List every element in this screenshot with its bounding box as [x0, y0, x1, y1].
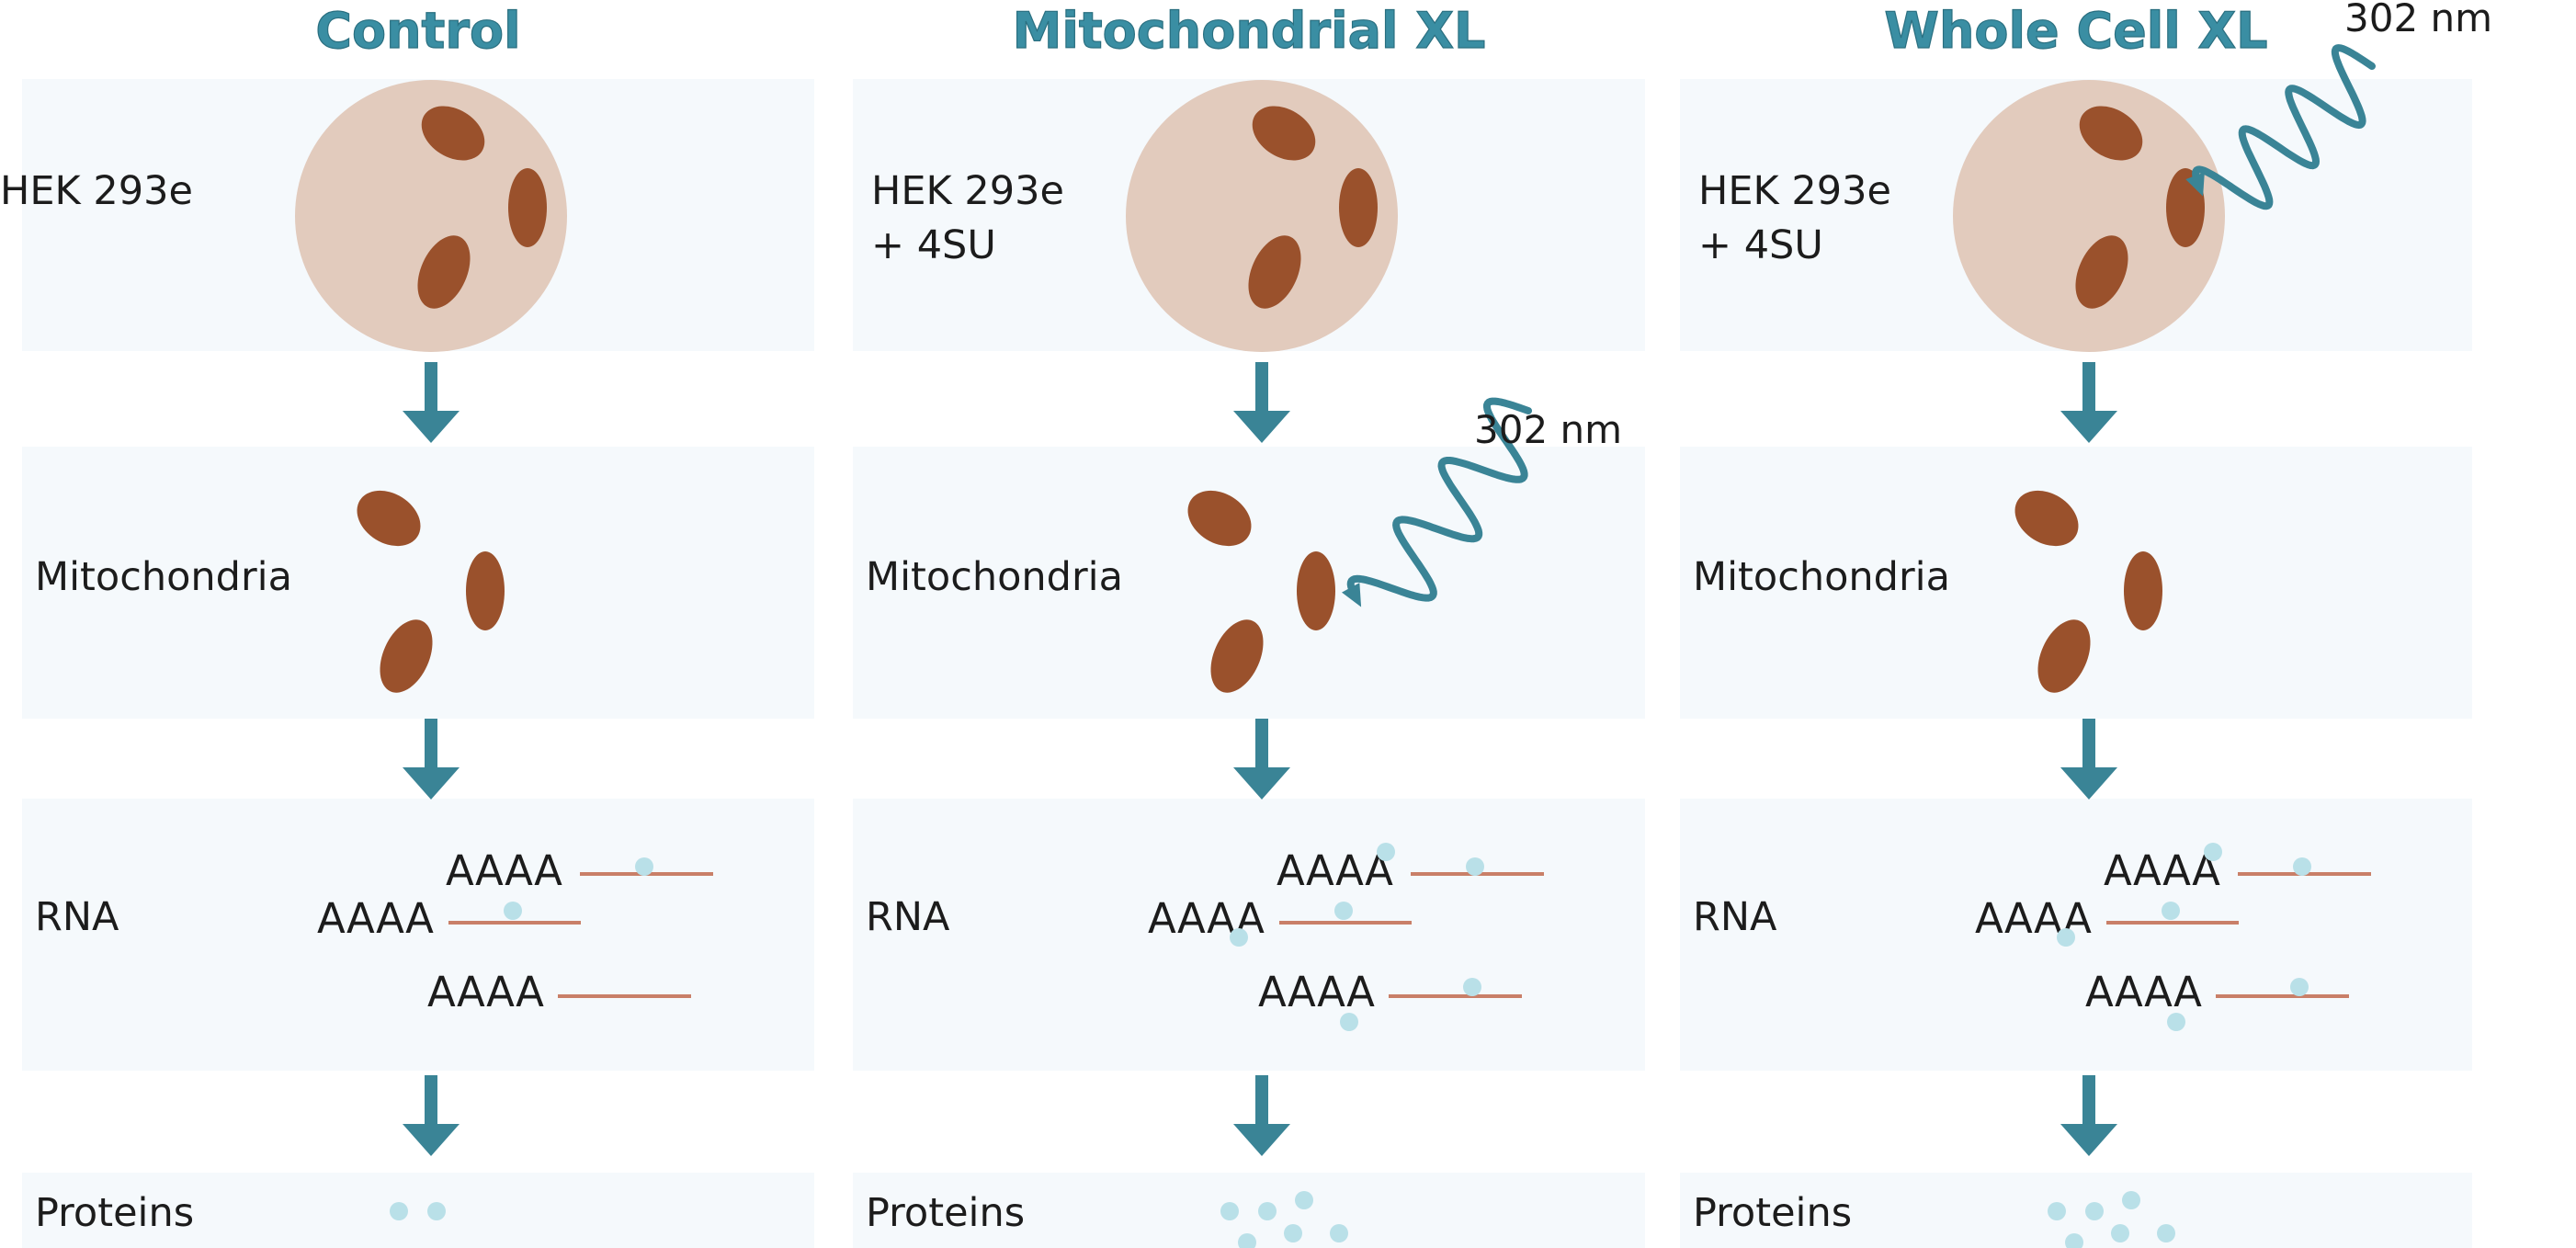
mitochondrion-icon	[1210, 619, 1264, 693]
nucleotide-dot-icon	[1377, 843, 1395, 861]
nucleotide-dot-icon	[2290, 978, 2309, 996]
nucleotide-dot-icon	[2157, 1224, 2175, 1242]
mitochondrion-icon	[357, 490, 421, 547]
nucleotide-dot-icon	[1230, 928, 1248, 947]
uv-wave-icon	[1346, 397, 1532, 603]
panel-rna	[1680, 799, 2472, 1071]
down-arrow-icon	[1233, 1075, 1290, 1156]
uv-wavelength-label: 302 nm	[1474, 407, 1622, 452]
mitochondrion-icon	[2075, 235, 2128, 309]
cell-body-icon	[295, 80, 567, 352]
cell-label: HEK 293e	[871, 168, 1064, 214]
poly-a-tail-label: AAAA	[2085, 968, 2202, 1016]
proteins-label: Proteins	[866, 1190, 1025, 1236]
nucleotide-dot-icon	[2048, 1202, 2066, 1220]
column-1: Mitochondrial XL HEK 293e + 4SU Mitochondri…	[853, 1, 1645, 1248]
cell-label: + 4SU	[1698, 222, 1823, 268]
mitochondrion-icon	[380, 619, 433, 693]
nucleotide-dot-icon	[1330, 1224, 1348, 1242]
nucleotide-dot-icon	[2085, 1202, 2104, 1220]
nucleotide-dot-icon	[635, 857, 653, 876]
mitochondrion-icon	[2079, 106, 2143, 161]
poly-a-tail-label: AAAA	[2104, 846, 2220, 895]
nucleotide-dot-icon	[390, 1202, 408, 1220]
down-arrow-icon	[403, 362, 460, 443]
nucleotide-dot-icon	[1295, 1191, 1313, 1209]
down-arrow-icon	[403, 719, 460, 800]
cell-body-icon	[1953, 80, 2225, 352]
cell-label: + 4SU	[871, 222, 996, 268]
uv-wave-arrowhead-icon	[2185, 172, 2205, 197]
nucleotide-dot-icon	[2293, 857, 2311, 876]
nucleotide-dot-icon	[427, 1202, 446, 1220]
cell-label: HEK 293e	[1698, 168, 1891, 214]
column-title: Mitochondrial XL	[1013, 2, 1486, 60]
down-arrow-icon	[2060, 1075, 2117, 1156]
mitochondrion-icon	[1252, 106, 1316, 161]
rna-label: RNA	[866, 894, 950, 940]
down-arrow-icon	[2060, 362, 2117, 443]
panel-rna	[853, 799, 1645, 1071]
down-arrow-icon	[2060, 719, 2117, 800]
mitochondrion-icon	[421, 106, 485, 161]
down-arrow-icon	[403, 1075, 460, 1156]
nucleotide-dot-icon	[1284, 1224, 1302, 1242]
mitochondrion-icon	[417, 235, 471, 309]
mitochondrion-icon	[466, 551, 505, 630]
panel-rna	[22, 799, 814, 1071]
mitochondrion-icon	[1297, 551, 1335, 630]
mitochondrion-icon	[1339, 168, 1378, 247]
poly-a-tail-label: AAAA	[1258, 968, 1375, 1016]
poly-a-tail-label: AAAA	[427, 968, 544, 1016]
poly-a-tail-label: AAAA	[446, 846, 562, 895]
nucleotide-dot-icon	[2122, 1191, 2140, 1209]
cell-body-icon	[1126, 80, 1398, 352]
mitochondria-label: Mitochondria	[1693, 554, 1950, 600]
poly-a-tail-label: AAAA	[317, 894, 434, 943]
uv-wavelength-label: 302 nm	[2344, 0, 2492, 40]
mitochondrion-icon	[2014, 490, 2079, 547]
nucleotide-dot-icon	[1258, 1202, 1277, 1220]
panel-proteins	[22, 1173, 814, 1248]
column-2: Whole Cell XL HEK 293e + 4SU MitochondriaRN…	[1680, 0, 2492, 1248]
rna-label: RNA	[1693, 894, 1777, 940]
column-title: Whole Cell XL	[1884, 2, 2267, 60]
nucleotide-dot-icon	[1220, 1202, 1239, 1220]
nucleotide-dot-icon	[2167, 1013, 2185, 1031]
down-arrow-icon	[1233, 719, 1290, 800]
proteins-label: Proteins	[1693, 1190, 1852, 1236]
nucleotide-dot-icon	[2057, 928, 2075, 947]
nucleotide-dot-icon	[1238, 1233, 1256, 1248]
rna-label: RNA	[35, 894, 119, 940]
column-title: Control	[315, 2, 520, 60]
nucleotide-dot-icon	[2204, 843, 2222, 861]
nucleotide-dot-icon	[1334, 902, 1353, 920]
poly-a-tail-label: AAAA	[1277, 846, 1393, 895]
mitochondrion-icon	[508, 168, 547, 247]
nucleotide-dot-icon	[1340, 1013, 1358, 1031]
mitochondrion-icon	[1248, 235, 1301, 309]
nucleotide-dot-icon	[1466, 857, 1484, 876]
nucleotide-dot-icon	[2162, 902, 2180, 920]
down-arrow-icon	[1233, 362, 1290, 443]
mitochondrion-icon	[2124, 551, 2162, 630]
uv-wave-icon	[2192, 44, 2376, 210]
proteins-label: Proteins	[35, 1190, 194, 1236]
uv-wave-arrowhead-icon	[1342, 583, 1362, 607]
nucleotide-dot-icon	[2065, 1233, 2083, 1248]
nucleotide-dot-icon	[1463, 978, 1481, 996]
mitochondria-label: Mitochondria	[35, 554, 292, 600]
mitochondrion-icon	[1187, 490, 1252, 547]
cell-label: HEK 293e	[0, 168, 193, 214]
mitochondria-label: Mitochondria	[866, 554, 1123, 600]
nucleotide-dot-icon	[504, 902, 522, 920]
mitochondrion-icon	[2037, 619, 2091, 693]
nucleotide-dot-icon	[2111, 1224, 2129, 1242]
